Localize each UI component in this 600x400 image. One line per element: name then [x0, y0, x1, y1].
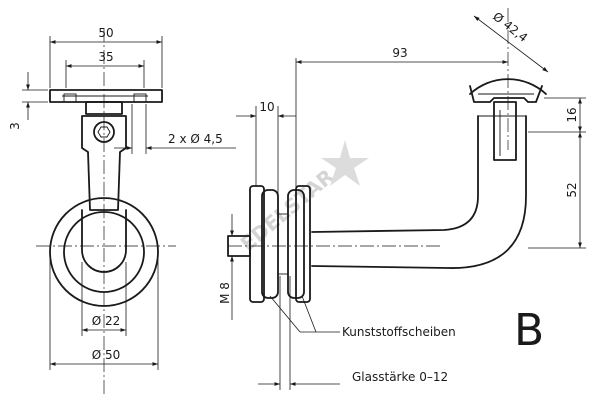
- dim-disc-width: 10: [236, 100, 296, 212]
- label-glass-thickness: Glasstärke 0–12: [258, 276, 448, 390]
- dim-rail-diameter: Ø 42,4: [473, 9, 549, 73]
- dim-disc-width-text: 10: [259, 100, 274, 114]
- dim-projection-text: 93: [392, 46, 407, 60]
- dim-arm-height: 52: [528, 132, 586, 249]
- dim-arm-height-text: 52: [565, 182, 579, 197]
- curved-arm-inner: [311, 115, 527, 269]
- star-icon: [321, 140, 369, 186]
- rail-saddle: [469, 85, 543, 103]
- view-letter: B: [514, 305, 544, 356]
- handrail-outline: [469, 78, 547, 95]
- dim-ring-outer-text: Ø 50: [92, 348, 121, 362]
- dim-plate-inner-text: 35: [98, 50, 113, 64]
- dim-thread-text: M 8: [218, 282, 232, 304]
- label-plastic-discs: Kunststoffscheiben: [269, 295, 456, 339]
- dim-plate-width: 50: [49, 26, 163, 88]
- dim-plate-width-text: 50: [98, 26, 113, 40]
- dim-holes-text: 2 x Ø 4,5: [168, 132, 223, 146]
- dim-ring-outer: Ø 50: [49, 254, 159, 370]
- saddle-post: [493, 101, 517, 161]
- plastic-disc-right: [295, 185, 311, 303]
- label-plastic-discs-text: Kunststoffscheiben: [342, 325, 456, 339]
- hex-socket: [97, 126, 111, 138]
- outer-disc: [49, 197, 159, 307]
- dim-rail-diameter-text: Ø 42,4: [490, 9, 530, 45]
- dim-ring-inner-text: Ø 22: [92, 314, 121, 328]
- front-view: 50 35 3 2 x Ø 4,5: [8, 26, 236, 395]
- dim-plate-inner: 35: [65, 50, 145, 88]
- glass-gap: [277, 213, 289, 275]
- curved-arm-outer: [311, 115, 479, 233]
- bracket-arm: [81, 115, 127, 211]
- plate-screw-heads: [63, 93, 147, 103]
- arm-bottom: [81, 209, 127, 273]
- dim-plate-thickness-text: 3: [8, 122, 22, 130]
- dim-projection: 93: [295, 46, 508, 188]
- dim-plate-thickness: 3: [8, 72, 48, 130]
- label-glass-thickness-text: Glasstärke 0–12: [352, 370, 448, 384]
- inner-disc: [63, 211, 145, 293]
- dim-saddle-height: 16: [528, 97, 586, 133]
- dim-holes: 2 x Ø 4,5: [114, 104, 236, 154]
- dim-saddle-height-text: 16: [565, 107, 579, 122]
- hex-socket-screw: [93, 121, 115, 143]
- bracket-neck: [85, 101, 123, 115]
- dim-thread: M 8: [218, 214, 240, 320]
- dim-ring-inner: Ø 22: [81, 262, 127, 336]
